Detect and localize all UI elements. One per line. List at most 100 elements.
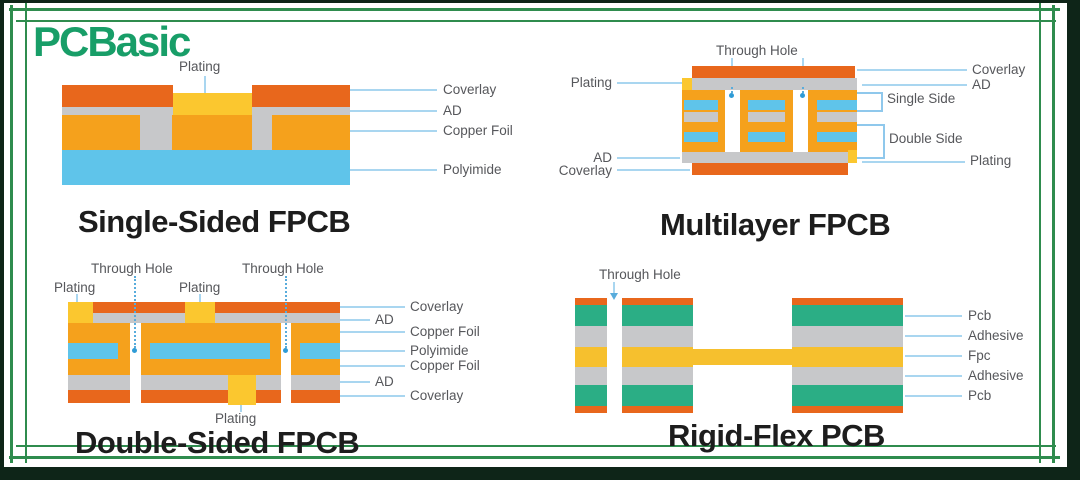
copper-foil-layer <box>172 115 252 150</box>
fpc-layer <box>575 347 607 367</box>
pcb-layer <box>792 385 903 406</box>
plating-block <box>68 302 93 325</box>
through-hole-leader <box>802 58 804 66</box>
layer-label-ad: AD <box>375 312 394 327</box>
pcb-layer <box>575 385 607 406</box>
ad-label: AD <box>972 77 991 92</box>
coverlay-layer <box>62 85 173 107</box>
coverlay-layer <box>291 390 340 403</box>
fpc-layer <box>792 347 903 367</box>
layer-label-coverlay: Coverlay <box>443 82 497 97</box>
coverlay-strip <box>575 298 607 305</box>
adhesive-layer <box>792 326 903 347</box>
leader-line <box>905 375 962 377</box>
ad-layer <box>692 78 857 90</box>
plating-label: Plating <box>570 75 612 90</box>
layer-label-fpc: Fpc <box>968 348 991 363</box>
leader-line <box>340 319 370 321</box>
layer-label-pcb: Pcb <box>968 308 992 323</box>
plating-leader-line <box>199 294 201 302</box>
adhesive-layer <box>622 326 693 347</box>
plating-label: Plating <box>215 411 257 426</box>
leader-line <box>340 331 405 333</box>
multilayer-title: Multilayer FPCB <box>660 207 891 242</box>
adhesive-layer <box>575 367 607 385</box>
edge-bottom <box>0 467 1080 480</box>
coverlay-label: Coverlay <box>972 62 1026 77</box>
fpc-layer <box>622 347 693 367</box>
frame-outer-bottom <box>9 456 1060 459</box>
through-hole-label: Through Hole <box>242 261 324 276</box>
ad-layer <box>93 313 340 323</box>
leader-line <box>617 157 680 159</box>
leader-line <box>350 169 437 171</box>
layer-label-adhesive: Adhesive <box>968 368 1024 383</box>
coverlay-layer <box>692 163 848 175</box>
leader-line <box>350 130 437 132</box>
through-hole-dotted-line <box>134 276 136 348</box>
single-sided-title: Single-Sided FPCB <box>78 204 351 239</box>
ad-strip <box>684 112 718 122</box>
polyimide-strip <box>68 343 118 359</box>
leader-line <box>905 315 962 317</box>
layer-label-copper-foil: Copper Foil <box>410 324 480 339</box>
plating-block <box>173 93 252 115</box>
pcb-layer <box>622 385 693 406</box>
layer-label-ad: AD <box>443 103 462 118</box>
edge-left <box>0 0 4 480</box>
frame-inner-left <box>25 3 27 463</box>
leader-line <box>857 69 967 71</box>
pcb-layer <box>575 305 607 326</box>
leader-line <box>905 335 962 337</box>
fpc-connector <box>693 349 792 365</box>
rigid-flex-title: Rigid-Flex PCB <box>668 418 885 453</box>
ad-layer <box>68 375 130 390</box>
plating-block <box>185 302 215 325</box>
plating-label: Plating <box>54 280 96 295</box>
through-hole-dot <box>283 348 288 353</box>
polyimide-strip <box>817 132 857 142</box>
leader-line <box>905 355 962 357</box>
coverlay-strip <box>622 406 693 413</box>
ad-layer <box>682 152 848 163</box>
plating-leader-line <box>240 405 242 412</box>
copper-foil-layer <box>62 115 140 150</box>
through-hole-label: Through Hole <box>599 267 681 282</box>
ad-strip <box>817 112 857 122</box>
polyimide-strip <box>300 343 340 359</box>
through-hole-label: Through Hole <box>91 261 173 276</box>
double-sided-title: Double-Sided FPCB <box>75 425 360 460</box>
leader-line <box>340 365 405 367</box>
coverlay-label: Coverlay <box>558 163 612 178</box>
single-side-label: Single Side <box>887 91 956 106</box>
through-hole-dotted-line <box>731 87 733 93</box>
polyimide-layer <box>62 150 350 185</box>
adhesive-layer <box>622 367 693 385</box>
leader-line <box>862 84 967 86</box>
single-side-bracket <box>857 92 883 112</box>
ad-label: AD <box>593 150 612 165</box>
copper-foil-layer <box>272 115 350 150</box>
through-hole-dotted-line <box>802 87 804 93</box>
through-hole-dot <box>800 93 805 98</box>
layer-label-pcb: Pcb <box>968 388 992 403</box>
leader-line <box>340 306 405 308</box>
leader-line <box>905 395 962 397</box>
plating-leader-line <box>76 294 78 302</box>
polyimide-strip <box>684 100 718 110</box>
through-hole-dot <box>729 93 734 98</box>
layer-label-polyimide: Polyimide <box>443 162 502 177</box>
coverlay-layer <box>692 66 855 78</box>
edge-top <box>0 0 1080 3</box>
frame-inner-bottom <box>16 445 1056 447</box>
coverlay-layer <box>141 390 281 403</box>
leader-line <box>340 350 405 352</box>
through-hole-dotted-line <box>285 276 287 348</box>
plating-block <box>682 78 692 90</box>
plating-block <box>848 150 857 163</box>
frame-outer-top <box>9 8 1060 11</box>
adhesive-layer <box>792 367 903 385</box>
layer-label-coverlay: Coverlay <box>410 388 464 403</box>
layer-label-coverlay: Coverlay <box>410 299 464 314</box>
plating-label: Plating <box>179 59 221 74</box>
